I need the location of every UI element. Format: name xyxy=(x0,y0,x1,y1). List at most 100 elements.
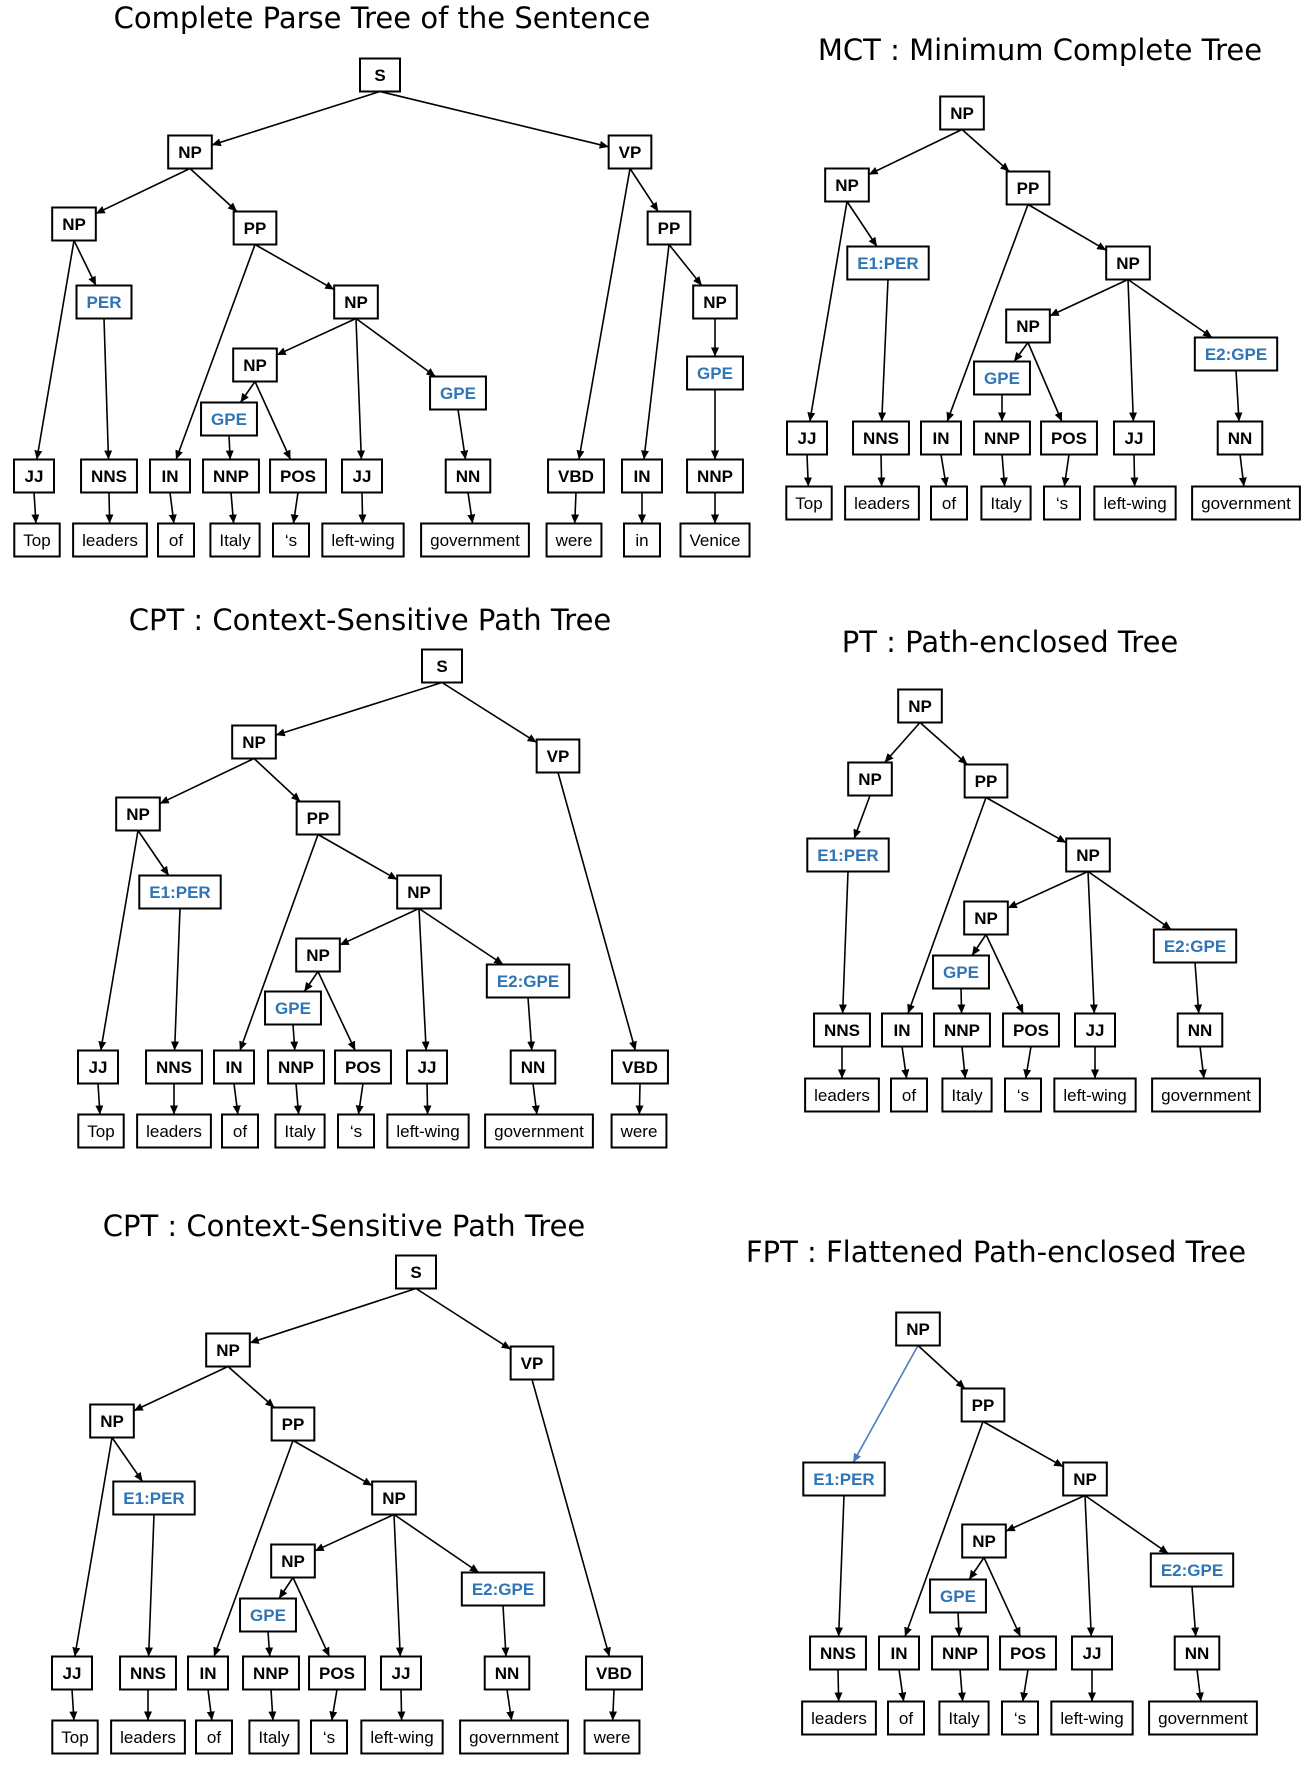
tree-edge-nnp-w4 xyxy=(999,454,1008,487)
tag-node: IN xyxy=(621,458,663,494)
node-box xyxy=(1152,928,1238,964)
node-box xyxy=(1043,485,1081,521)
node-box xyxy=(646,210,692,246)
tree-edge-pp-np3 xyxy=(292,1439,373,1487)
tag-node: VBD xyxy=(547,458,605,494)
node-box xyxy=(270,1543,316,1579)
word-box: Venice xyxy=(679,522,751,558)
word-box: left-wing xyxy=(321,522,405,558)
tag-node: NP xyxy=(1105,245,1151,281)
node-box xyxy=(932,954,990,990)
tag-node: NP xyxy=(115,796,161,832)
node-label: POS xyxy=(280,467,316,486)
word-box: of xyxy=(887,1700,925,1736)
tree-edge-gpe-nnp xyxy=(265,1631,274,1657)
tree-edge-np1-pp1 xyxy=(189,167,238,213)
tree-edge-in-w3 xyxy=(206,1689,215,1721)
tag-node: NNP xyxy=(242,1655,300,1691)
node-box xyxy=(1005,308,1051,344)
tree-edge-vbd-w8 xyxy=(571,492,580,524)
node-label: NNP xyxy=(213,467,249,486)
tree-edge-np4-pos xyxy=(292,1577,331,1657)
node-box xyxy=(686,355,744,391)
tree-edge-np2-e1 xyxy=(846,201,878,247)
node-label: NP xyxy=(344,293,368,312)
node-box xyxy=(509,1049,557,1085)
node-box xyxy=(686,458,744,494)
tree-edge-vp-pp2 xyxy=(629,168,659,212)
node-label: POS xyxy=(1010,1644,1046,1663)
tag-node: NN xyxy=(1176,1012,1224,1048)
node-box xyxy=(484,1113,594,1149)
tree-edge-nn-w7 xyxy=(467,492,476,524)
tag-node: IN xyxy=(920,420,962,456)
tree-edge-gpe2-nn xyxy=(457,409,469,460)
word-box: ‘s xyxy=(272,522,310,558)
tree-edge-pp1-in1 xyxy=(175,244,256,460)
node-label: Italy xyxy=(284,1122,316,1141)
tag-node: JJ xyxy=(341,458,383,494)
node-label: E1:PER xyxy=(857,254,918,273)
entity-node: E1:PER xyxy=(846,245,930,281)
node-box xyxy=(341,458,383,494)
node-box xyxy=(1053,1077,1137,1113)
tree-edge-np3-e2 xyxy=(1087,870,1172,931)
node-label: NNP xyxy=(944,1021,980,1040)
node-box xyxy=(607,134,653,170)
tree-edge-pp-np3 xyxy=(985,796,1067,844)
tag-node: VP xyxy=(509,1345,555,1381)
panel-cpt2: CPT : Context-Sensitive Path TreeSNPVPNP… xyxy=(51,1209,643,1755)
node-label: JJ xyxy=(1083,1644,1102,1663)
node-box xyxy=(809,1635,867,1671)
node-box xyxy=(509,1345,555,1381)
tag-node: NP xyxy=(824,167,870,203)
node-label: GPE xyxy=(440,384,476,403)
node-box xyxy=(337,1113,375,1149)
node-label: GPE xyxy=(250,1606,286,1625)
tag-node: NP xyxy=(333,284,379,320)
node-label: NP xyxy=(1073,1470,1097,1489)
word-box: Top xyxy=(51,1719,99,1755)
entity-node: GPE xyxy=(973,360,1031,396)
node-box xyxy=(1062,1461,1108,1497)
tree-edge-vbd-w8 xyxy=(609,1689,618,1721)
panel-title: MCT : Minimum Complete Tree xyxy=(818,33,1262,67)
tag-node: VP xyxy=(607,134,653,170)
node-label: of xyxy=(902,1086,916,1105)
tree-edge-nns-w2 xyxy=(834,1669,843,1702)
node-label: NNP xyxy=(942,1644,978,1663)
node-box xyxy=(1005,170,1051,206)
word-box: government xyxy=(1151,1077,1261,1113)
tree-edge-pp2-np5 xyxy=(668,244,703,286)
tree-edge-np4-gpe xyxy=(278,1577,294,1599)
node-label: VBD xyxy=(622,1058,658,1077)
word-box: leaders xyxy=(72,522,148,558)
tree-edge-pp-in xyxy=(907,797,987,1014)
node-box xyxy=(1113,420,1155,456)
node-label: NP xyxy=(216,1341,240,1360)
node-box xyxy=(274,1113,326,1149)
tree-edge-jj2-w6 xyxy=(1130,454,1139,487)
node-box xyxy=(583,1719,641,1755)
node-label: NN xyxy=(1188,1021,1213,1040)
tag-node: NP xyxy=(205,1332,251,1368)
node-box xyxy=(963,900,1009,936)
node-box xyxy=(420,522,530,558)
node-box xyxy=(897,688,943,724)
node-label: NN xyxy=(1228,429,1253,448)
tag-node: S xyxy=(359,57,401,93)
tree-edge-np2-e1 xyxy=(111,1437,144,1482)
node-label: ‘s xyxy=(1017,1086,1029,1105)
node-label: E2:GPE xyxy=(1164,937,1226,956)
node-label: JJ xyxy=(798,429,817,448)
node-box xyxy=(221,1113,259,1149)
tag-node: NN xyxy=(483,1655,531,1691)
node-box xyxy=(333,284,379,320)
node-label: ‘s xyxy=(1014,1709,1026,1728)
node-box xyxy=(308,1655,366,1691)
tree-edge-e1-nns xyxy=(838,871,849,1014)
tree-edge-np4-gpe xyxy=(971,934,987,956)
node-box xyxy=(545,522,603,558)
node-box xyxy=(804,1077,880,1113)
node-box xyxy=(157,522,195,558)
